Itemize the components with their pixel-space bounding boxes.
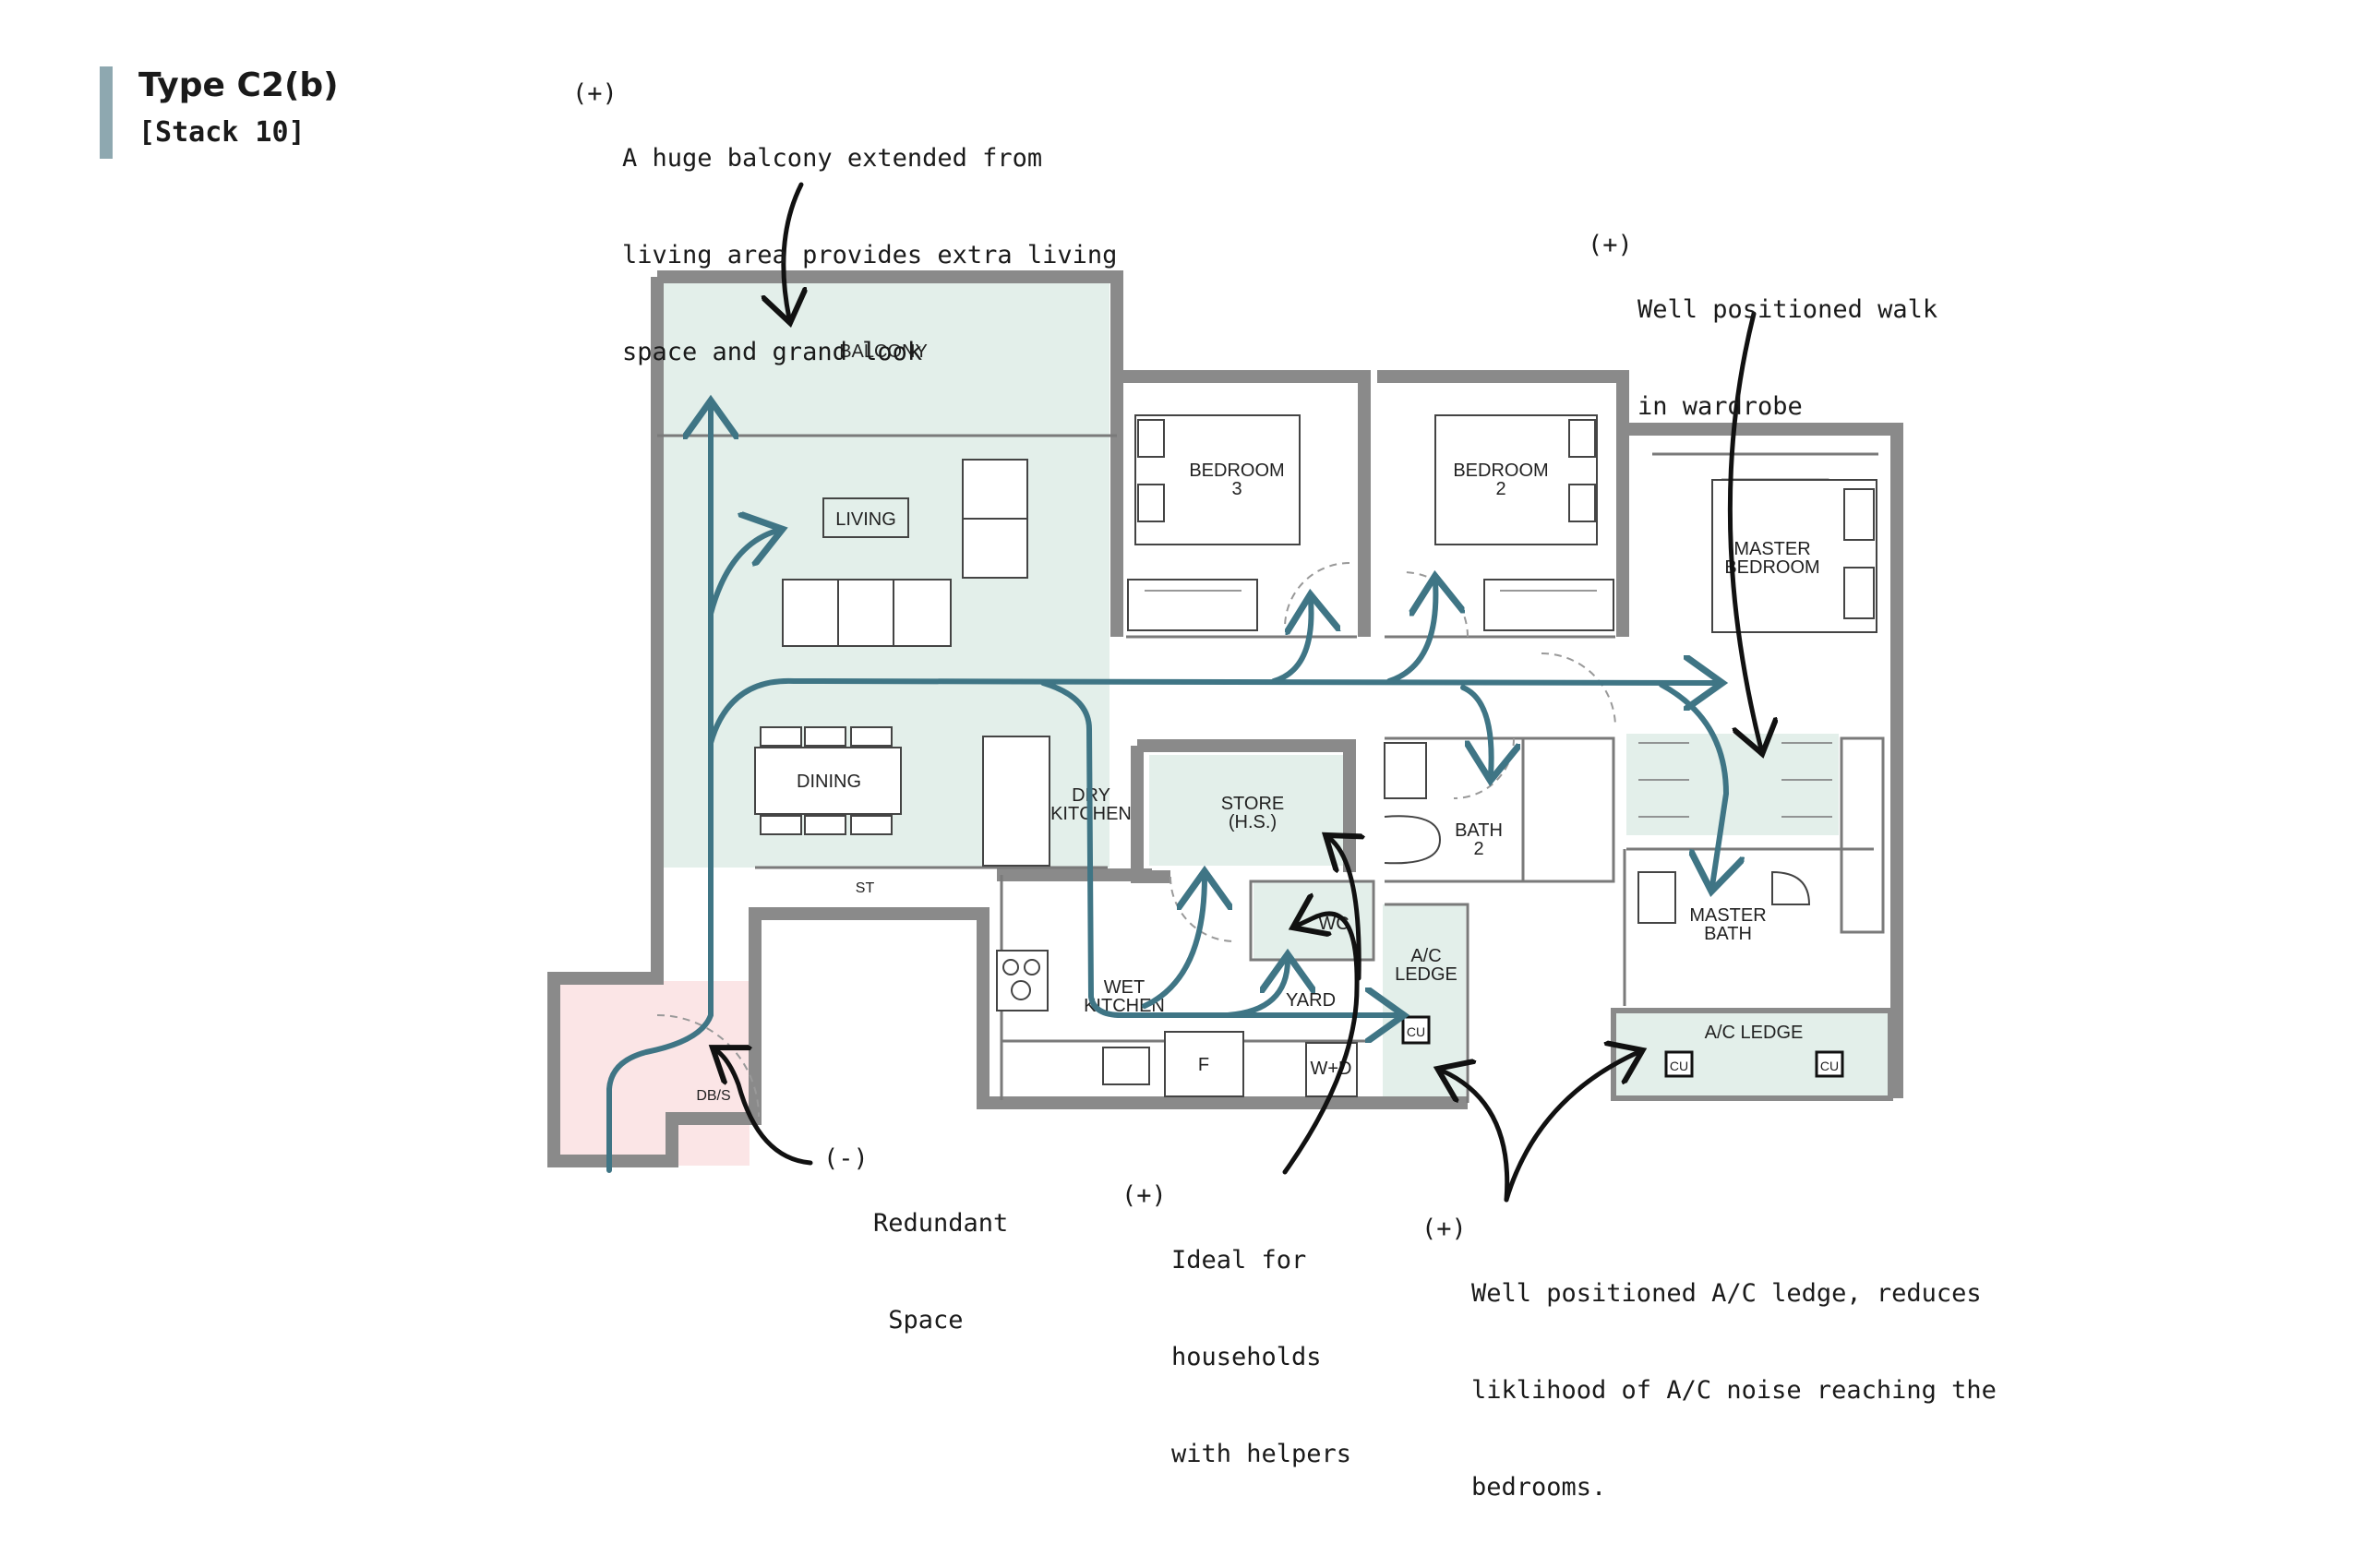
wardrobe-b2: [1483, 579, 1614, 631]
note-balcony-line-2: living area provides extra living: [622, 241, 1118, 269]
label-fridge: F: [1198, 1055, 1209, 1075]
room-labels: BALCONY LIVING DINING DRY KITCHEN BEDROO…: [696, 341, 1839, 1104]
label-bath2-2: 2: [1473, 839, 1483, 859]
label-bedroom2-1: BEDROOM: [1453, 461, 1548, 481]
label-store-1: STORE: [1221, 794, 1285, 814]
note-balcony-sign: (+): [572, 79, 618, 108]
note-wardrobe: (+) Well positioned walk in wardrobe: [1588, 229, 1957, 421]
flow-to-wc: [1225, 960, 1288, 1018]
label-cu-2: CU: [1820, 1059, 1839, 1073]
flow-to-store: [1142, 877, 1205, 1009]
label-wet-kitchen-1: WET: [1104, 977, 1145, 998]
outer-wall-west: [547, 277, 1468, 1167]
note-wardrobe-line-2: in wardrobe: [1637, 392, 1803, 421]
wardrobe-b3: [1127, 579, 1258, 631]
label-cu-small: CU: [1407, 1024, 1425, 1039]
master-bath-basin: [1637, 871, 1676, 924]
sink: [1102, 1047, 1150, 1085]
note-helpers-line-3: with helpers: [1171, 1440, 1352, 1468]
flow-to-master-bath: [1659, 682, 1726, 886]
note-balcony-line-3: space and grand look: [622, 338, 923, 366]
label-living: LIVING: [835, 509, 896, 530]
circulation-arrows: [606, 406, 1726, 1173]
ac-ledge-zone-large: [1613, 1012, 1890, 1095]
arrow-wardrobe-note: [1727, 311, 1761, 749]
label-ac-ledge-small-2: LEDGE: [1395, 964, 1457, 985]
arrow-acledge-note-left: [1442, 1071, 1510, 1203]
note-redundant-sign: (-): [823, 1144, 869, 1173]
note-redundant: (-) Redundant Space: [823, 1143, 1063, 1335]
label-st: ST: [856, 880, 875, 896]
highlight-zones: [554, 277, 1890, 1166]
floor-plan-diagram: BALCONY LIVING DINING DRY KITCHEN BEDROO…: [547, 182, 1903, 1203]
arrow-helpers-to-store: [1329, 838, 1359, 981]
flow-to-bath2: [1460, 685, 1492, 775]
flow-to-kitchen: [1040, 680, 1398, 1015]
label-ac-ledge-large: A/C LEDGE: [1705, 1023, 1804, 1043]
dry-kitchen-counter: [982, 736, 1050, 867]
flow-to-living: [708, 531, 777, 616]
arrow-helpers-note: [1282, 914, 1360, 1175]
flow-to-bedroom3: [1271, 600, 1312, 684]
dining-table: [754, 747, 902, 815]
outer-wall-bedrooms: [1110, 370, 1903, 1098]
note-wardrobe-sign: (+): [1588, 231, 1633, 259]
label-bedroom3-2: 3: [1231, 479, 1241, 499]
label-master-bath-2: BATH: [1704, 924, 1752, 944]
walls: [547, 270, 1903, 1167]
note-redundant-line-1: Redundant: [873, 1209, 1009, 1238]
redundant-space-zone: [554, 981, 750, 1166]
label-dining: DINING: [797, 772, 861, 792]
fridge: [1164, 1031, 1244, 1097]
arrow-acledge-note-right: [1504, 1052, 1638, 1203]
note-acledge: (+) Well positioned A/C ledge, reduces l…: [1421, 1213, 2012, 1502]
bath2-basin: [1384, 742, 1427, 799]
label-bath2-1: BATH: [1455, 820, 1503, 841]
arrow-redundant-note: [716, 1050, 813, 1166]
sofa: [782, 579, 952, 647]
label-ac-ledge-small-1: A/C: [1410, 946, 1441, 966]
label-master-bedroom-2: BEDROOM: [1724, 557, 1819, 578]
title-accent-bar: [100, 66, 113, 159]
note-balcony: (+) A huge balcony extended from living …: [572, 78, 1117, 366]
label-yard: YARD: [1286, 990, 1336, 1011]
note-redundant-line-2: Space: [873, 1306, 964, 1335]
flow-entry-to-balcony: [606, 406, 711, 1173]
label-bedroom2-2: 2: [1495, 479, 1505, 499]
cu-ac-ledge-2: [1815, 1050, 1844, 1078]
label-balcony: BALCONY: [839, 341, 928, 362]
note-acledge-sign: (+): [1421, 1215, 1467, 1243]
cu-ac-ledge-1: [1664, 1050, 1694, 1078]
note-balcony-line-1: A huge balcony extended from: [622, 144, 1043, 173]
note-helpers: (+) Ideal for households with helpers: [1122, 1179, 1380, 1468]
annotation-arrows: [716, 182, 1761, 1203]
label-master-bath-1: MASTER: [1689, 905, 1766, 926]
note-helpers-sign: (+): [1122, 1181, 1167, 1210]
note-acledge-line-3: bedrooms.: [1471, 1473, 1607, 1502]
note-acledge-line-2: liklihood of A/C noise reaching the: [1471, 1376, 1997, 1405]
label-master-bedroom-1: MASTER: [1733, 539, 1810, 559]
note-acledge-line-1: Well positioned A/C ledge, reduces: [1471, 1279, 1982, 1308]
note-helpers-line-2: households: [1171, 1343, 1322, 1371]
wardrobe-zone: [1626, 734, 1839, 835]
wardrobe-hatching: [1145, 590, 1832, 818]
note-wardrobe-line-1: Well positioned walk: [1637, 295, 1938, 324]
store-zone: [1149, 755, 1348, 866]
label-cu-1: CU: [1670, 1059, 1688, 1073]
arrow-balcony-note: [784, 182, 801, 318]
flow-main-corridor: [708, 681, 1717, 746]
plan-title: Type C2(b): [138, 66, 339, 104]
label-bedroom3-1: BEDROOM: [1189, 461, 1284, 481]
label-dbs: DB/S: [696, 1088, 730, 1104]
plan-subtitle: [Stack 10]: [138, 116, 306, 149]
label-store-2: (H.S.): [1229, 812, 1277, 832]
note-helpers-line-1: Ideal for: [1171, 1246, 1307, 1275]
floor-plan-page: Type C2(b) [Stack 10]: [100, 66, 2012, 1502]
flow-to-bedroom2: [1386, 581, 1435, 684]
